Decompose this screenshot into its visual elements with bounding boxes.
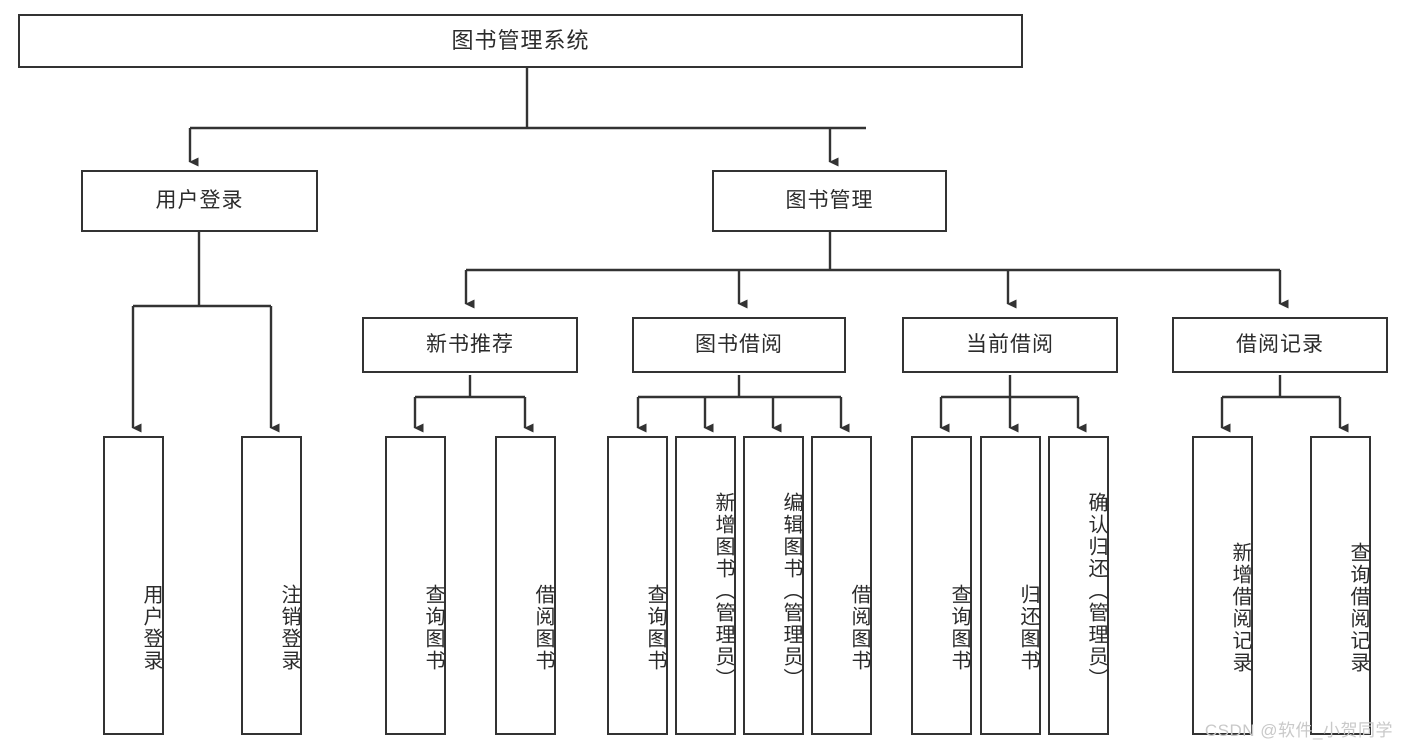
node-label: 确认归还（管理员） bbox=[1085, 491, 1107, 690]
node-new-book-recommend[interactable]: 新书推荐 bbox=[362, 317, 578, 373]
node-label: 查询图书 bbox=[948, 583, 970, 672]
node-label: 借阅图书 bbox=[848, 583, 870, 672]
node-label: 查询借阅记录 bbox=[1347, 541, 1369, 674]
node-book-manage[interactable]: 图书管理 bbox=[712, 170, 947, 232]
leaf-query-book-1[interactable]: 查询图书 bbox=[385, 436, 446, 735]
node-label: 借阅记录 bbox=[1236, 333, 1324, 357]
node-label: 图书借阅 bbox=[695, 333, 783, 357]
node-label: 用户登录 bbox=[140, 583, 162, 672]
leaf-query-book-3[interactable]: 查询图书 bbox=[911, 436, 972, 735]
node-current-borrow[interactable]: 当前借阅 bbox=[902, 317, 1118, 373]
node-label: 图书管理系统 bbox=[451, 27, 590, 53]
node-label: 查询图书 bbox=[422, 583, 444, 672]
leaf-add-book-admin[interactable]: 新增图书（管理员） bbox=[675, 436, 736, 735]
leaf-borrow-book-1[interactable]: 借阅图书 bbox=[495, 436, 556, 735]
node-borrow-record[interactable]: 借阅记录 bbox=[1172, 317, 1388, 373]
leaf-add-borrow-record[interactable]: 新增借阅记录 bbox=[1192, 436, 1253, 735]
node-label: 编辑图书（管理员） bbox=[780, 491, 802, 690]
node-label: 新书推荐 bbox=[426, 333, 514, 357]
node-user-login[interactable]: 用户登录 bbox=[81, 170, 318, 232]
leaf-user-login[interactable]: 用户登录 bbox=[103, 436, 164, 735]
node-label: 当前借阅 bbox=[966, 333, 1054, 357]
node-book-borrow[interactable]: 图书借阅 bbox=[632, 317, 846, 373]
leaf-query-borrow-record[interactable]: 查询借阅记录 bbox=[1310, 436, 1371, 735]
leaf-borrow-book-2[interactable]: 借阅图书 bbox=[811, 436, 872, 735]
leaf-query-book-2[interactable]: 查询图书 bbox=[607, 436, 668, 735]
csdn-watermark: CSDN @软件_小贺同学 bbox=[1204, 721, 1393, 740]
leaf-logout-login[interactable]: 注销登录 bbox=[241, 436, 302, 735]
node-label: 注销登录 bbox=[278, 583, 300, 672]
node-label: 新增借阅记录 bbox=[1229, 541, 1251, 674]
node-label: 新增图书（管理员） bbox=[712, 491, 734, 690]
leaf-edit-book-admin[interactable]: 编辑图书（管理员） bbox=[743, 436, 804, 735]
node-label: 图书管理 bbox=[785, 189, 874, 213]
node-label: 查询图书 bbox=[644, 583, 666, 672]
node-root-book-management-system[interactable]: 图书管理系统 bbox=[18, 14, 1023, 68]
node-label: 归还图书 bbox=[1017, 583, 1039, 672]
node-label: 借阅图书 bbox=[532, 583, 554, 672]
leaf-confirm-return-admin[interactable]: 确认归还（管理员） bbox=[1048, 436, 1109, 735]
leaf-return-book[interactable]: 归还图书 bbox=[980, 436, 1041, 735]
node-label: 用户登录 bbox=[155, 189, 244, 213]
